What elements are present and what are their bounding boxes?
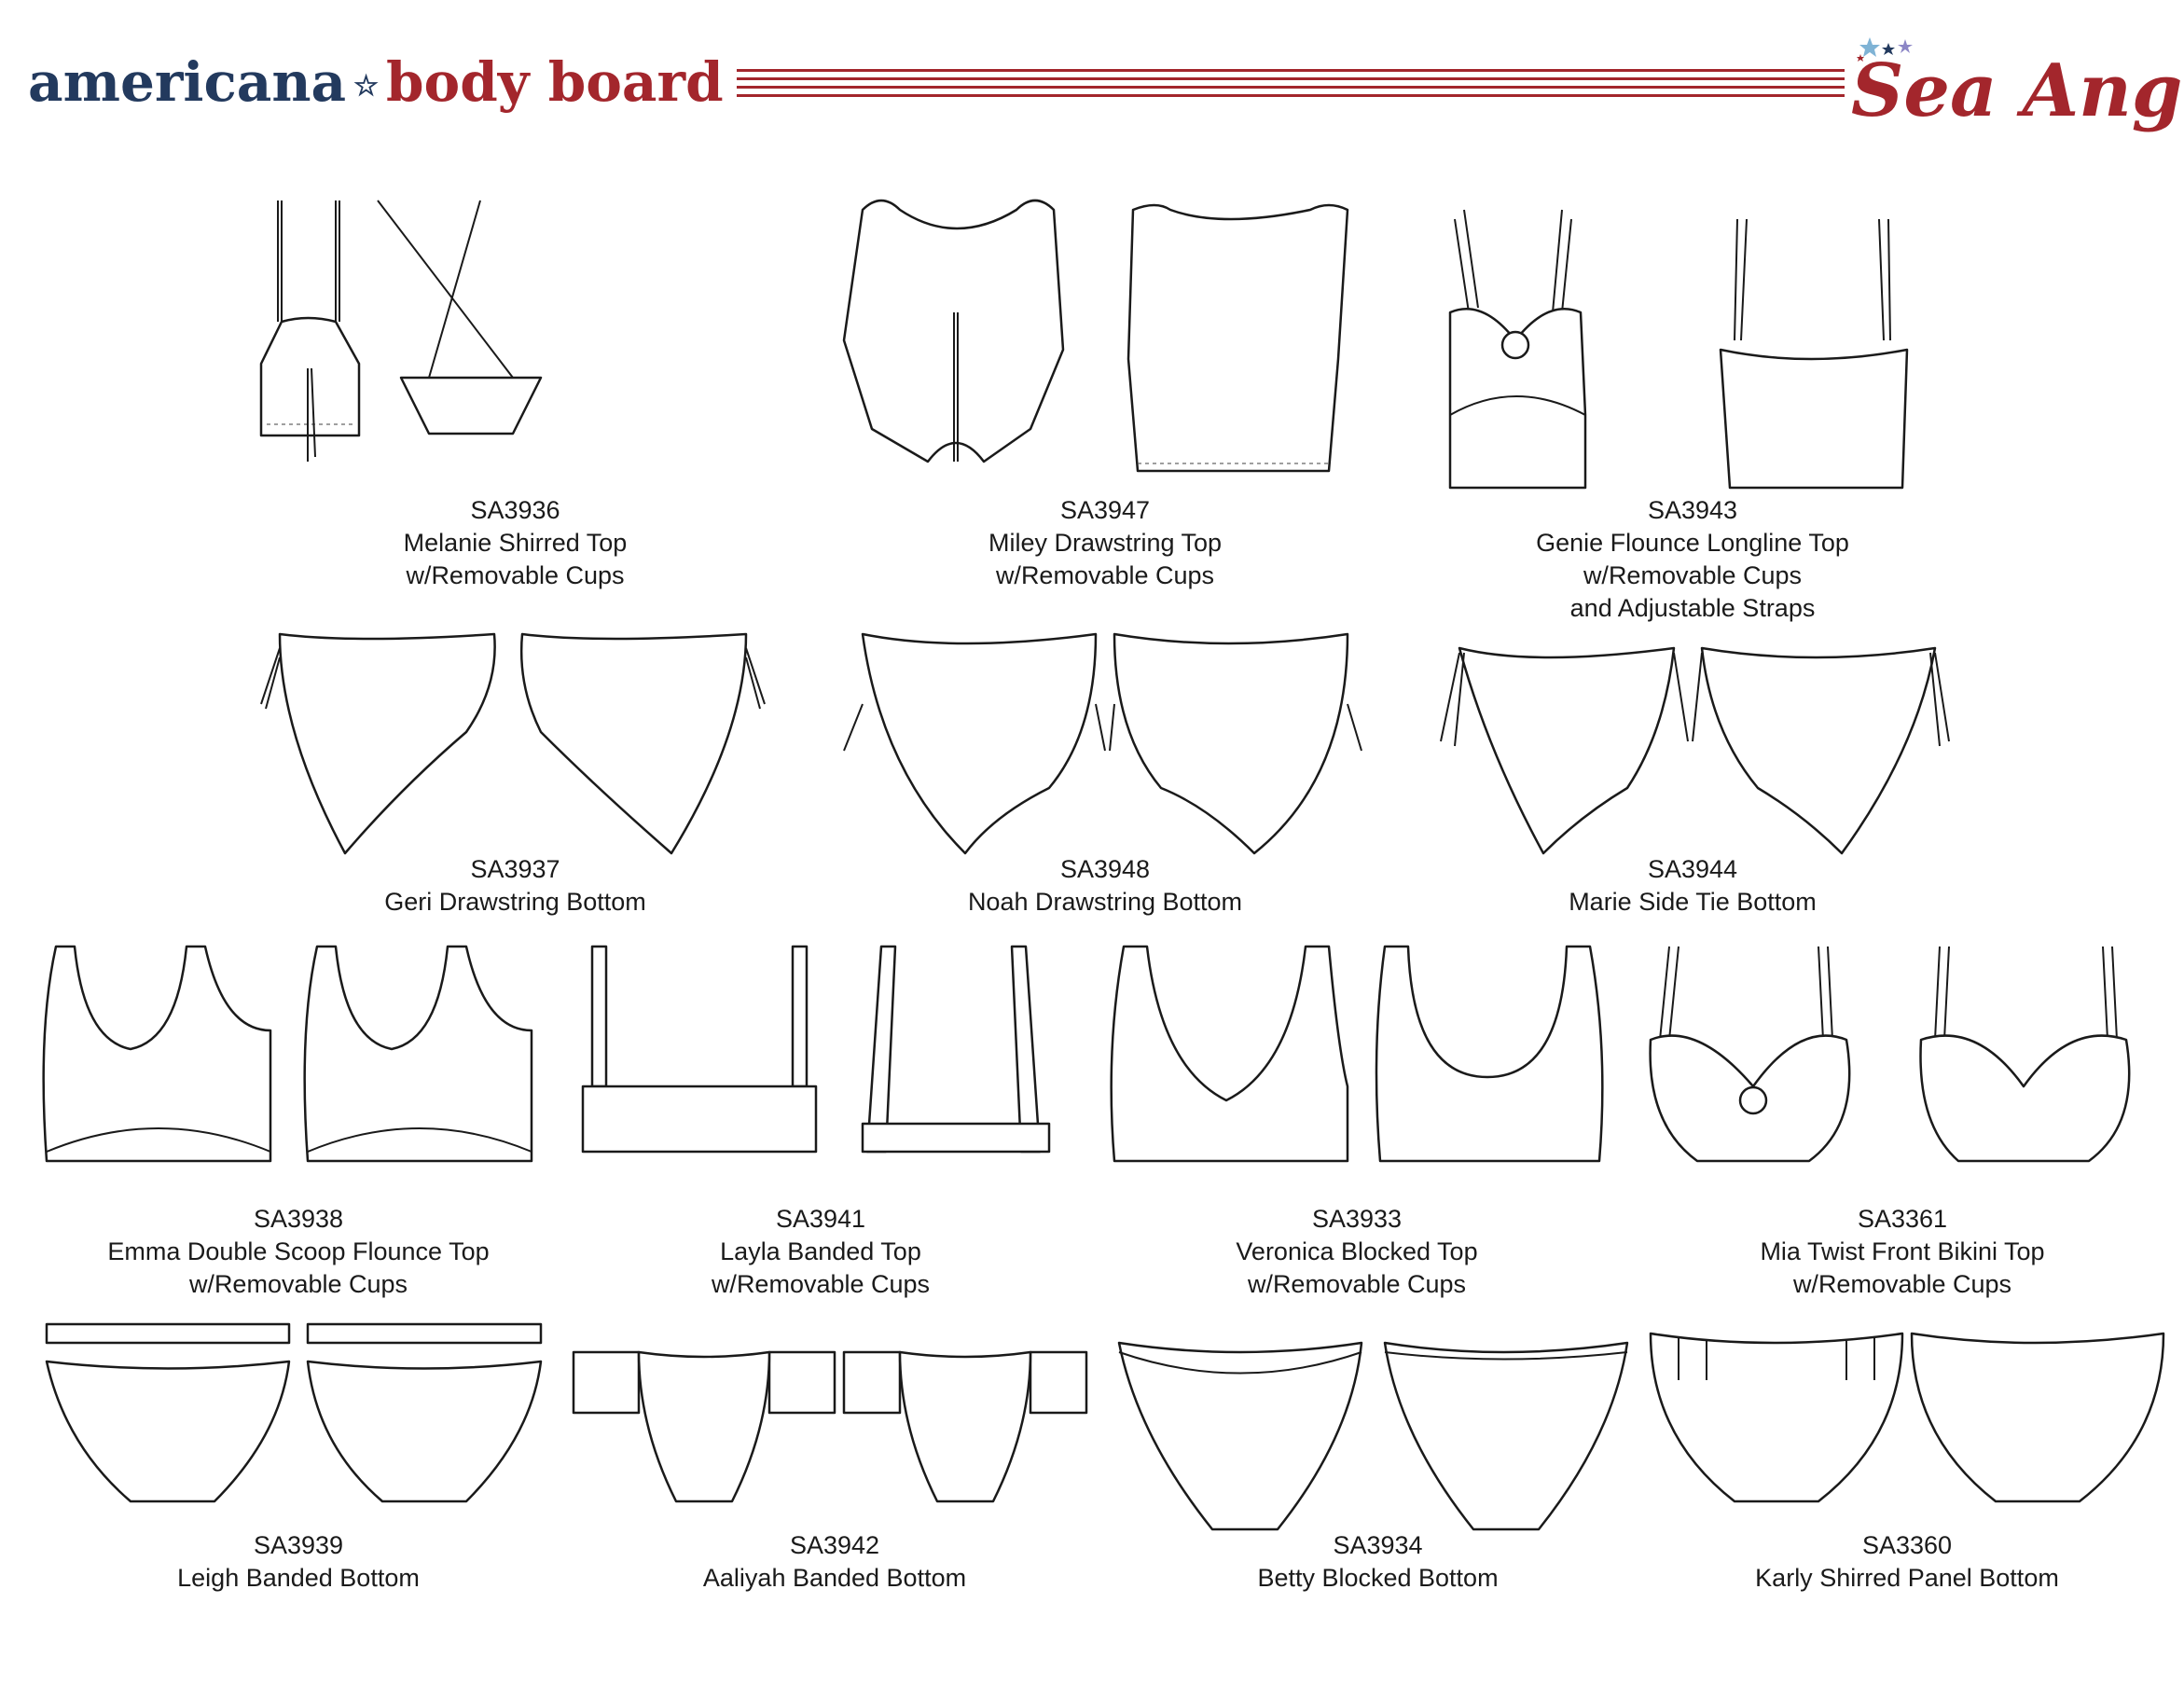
product-caption: SA3943 Genie Flounce Longline Top w/Remo… [1413,494,1972,625]
product-code: SA3947 [1059,496,1151,524]
product-caption: SA3933 Veronica Blocked Top w/Removable … [1105,1203,1609,1301]
page-header: americana☆body board Sea Angel [0,0,2184,140]
product-caption: SA3939 Leigh Banded Bottom [37,1529,560,1595]
product-card: SA3938 Emma Double Scoop Flounce Top w/R… [37,937,560,1310]
product-name-line: w/Removable Cups [406,561,625,589]
product-name-line: w/Removable Cups [711,1270,931,1298]
product-code: SA3944 [1647,855,1738,883]
product-sketch [45,1322,543,1503]
product-sketch [1649,946,2131,1163]
product-name-line: w/Removable Cups [1247,1270,1467,1298]
product-sketch [42,945,533,1163]
product-card: SA3361 Mia Twist Front Bikini Top w/Remo… [1641,937,2163,1310]
star-icon: ☆ [353,70,379,103]
product-name-line: w/Removable Cups [188,1270,408,1298]
product-sketch [1448,209,1909,490]
product-card: SA3933 Veronica Blocked Top w/Removable … [1105,937,1609,1310]
header-stripes [737,69,1845,97]
product-card: SA3941 Layla Banded Top w/Removable Cups [574,937,1068,1310]
product-code: SA3941 [775,1205,866,1233]
brand-title: americana☆body board [28,45,724,119]
product-sketch [1649,1332,2165,1503]
product-card: SA3934 Betty Blocked Bottom [1110,1324,1646,1604]
product-caption: SA3360 Karly Shirred Panel Bottom [1641,1529,2173,1595]
product-card: SA3936 Melanie Shirred Top w/Removable C… [242,191,788,601]
product-name-line: Miley Drawstring Top [988,529,1223,557]
logo-text: Sea Angel [1851,48,2184,133]
product-card: SA3948 Noah Drawstring Bottom [825,629,1385,928]
product-sketch [581,945,1051,1154]
product-caption: SA3944 Marie Side Tie Bottom [1413,853,1972,919]
product-name-line: w/Removable Cups [1583,561,1803,589]
product-name-line: w/Removable Cups [1792,1270,2012,1298]
product-name-line: Geri Drawstring Bottom [384,888,646,916]
product-caption: SA3936 Melanie Shirred Top w/Removable C… [242,494,788,592]
product-name-line: Emma Double Scoop Flounce Top [107,1237,490,1265]
product-code: SA3943 [1647,496,1738,524]
product-name-line: Layla Banded Top [720,1237,921,1265]
product-sketch [1110,945,1604,1163]
product-code: SA3942 [789,1531,880,1559]
product-caption: SA3941 Layla Banded Top w/Removable Cups [574,1203,1068,1301]
product-caption: SA3938 Emma Double Scoop Flounce Top w/R… [37,1203,560,1301]
product-code: SA3936 [470,496,560,524]
product-code: SA3934 [1333,1531,1423,1559]
stars-icon [1857,37,1913,62]
product-name-line: Genie Flounce Longline Top [1536,529,1849,557]
product-code: SA3360 [1861,1531,1953,1559]
product-name-line: w/Removable Cups [995,561,1215,589]
product-sketch [1117,1341,1629,1531]
product-name-line: Veronica Blocked Top [1236,1237,1478,1265]
product-code: SA3361 [1857,1205,1948,1233]
product-name-line: Betty Blocked Bottom [1257,1564,1499,1592]
product-card: SA3937 Geri Drawstring Bottom [242,629,788,928]
brand-body-board: body board [386,50,724,114]
brand-americana: americana [28,50,347,114]
product-sketch [259,200,543,462]
product-caption: SA3948 Noah Drawstring Bottom [825,853,1385,919]
product-sketch [260,632,766,855]
product-name-line: Melanie Shirred Top [403,529,628,557]
product-name-line: Mia Twist Front Bikini Top [1760,1237,2045,1265]
product-card: SA3942 Aaliyah Banded Bottom [572,1324,1096,1604]
sea-angel-logo: Sea Angel [1851,34,2184,145]
product-sketch [842,199,1349,473]
product-caption: SA3942 Aaliyah Banded Bottom [574,1529,1096,1595]
product-caption: SA3934 Betty Blocked Bottom [1110,1529,1646,1595]
product-card: SA3943 Genie Flounce Longline Top w/Remo… [1413,191,1972,639]
product-code: SA3937 [470,855,560,883]
product-card: SA3944 Marie Side Tie Bottom [1413,629,1972,928]
product-caption: SA3947 Miley Drawstring Top w/Removable … [825,494,1385,592]
product-card: SA3360 Karly Shirred Panel Bottom [1641,1324,2173,1604]
product-name-line: Leigh Banded Bottom [177,1564,420,1592]
product-name-line: Marie Side Tie Bottom [1569,888,1817,916]
product-code: SA3948 [1059,855,1151,883]
product-code: SA3938 [253,1205,344,1233]
product-sketch [1440,646,1950,855]
product-card: SA3947 Miley Drawstring Top w/Removable … [825,191,1385,601]
product-code: SA3933 [1311,1205,1403,1233]
product-name-line: and Adjustable Straps [1569,594,1816,622]
product-name-line: Noah Drawstring Bottom [967,888,1243,916]
product-sketch [843,632,1362,855]
product-name-line: Karly Shirred Panel Bottom [1755,1564,2059,1592]
product-card: SA3939 Leigh Banded Bottom [37,1322,560,1604]
product-code: SA3939 [253,1531,344,1559]
product-name-line: Aaliyah Banded Bottom [702,1564,967,1592]
product-caption: SA3937 Geri Drawstring Bottom [242,853,788,919]
product-caption: SA3361 Mia Twist Front Bikini Top w/Remo… [1641,1203,2163,1301]
product-sketch [572,1350,1088,1503]
